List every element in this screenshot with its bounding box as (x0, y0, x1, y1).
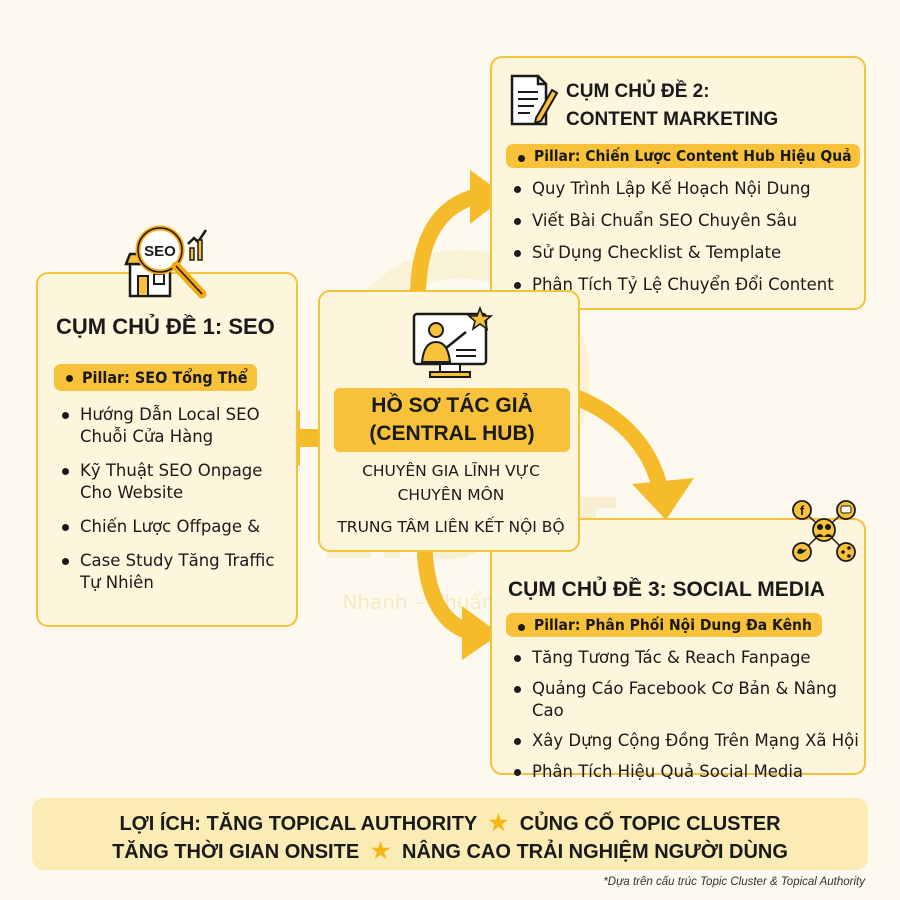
footnote: *Dựa trên cấu trúc Topic Cluster & Topic… (603, 876, 865, 888)
social-cluster-title: CỤM CHỦ ĐỀ 3: SOCIAL MEDIA (508, 578, 825, 601)
benefits-row-1: LỢI ÍCH: TĂNG TOPICAL AUTHORITY ★ CỦNG C… (32, 810, 868, 836)
arrow-head-social-lower (462, 606, 500, 660)
hub-line-1: CHUYÊN GIA LĨNH VỰC (362, 462, 540, 480)
central-hub-card: HỒ SƠ TÁC GIẢ (CENTRAL HUB) CHUYÊN GIA L… (318, 290, 580, 552)
arrow-head-social-upper (632, 478, 694, 520)
social-network-icon: f (792, 500, 856, 562)
arrow-to-social-upper (570, 390, 668, 496)
content-cluster-card: CỤM CHỦ ĐỀ 2: CONTENT MARKETING Pillar: … (490, 56, 866, 310)
list-item: Kỹ Thuật SEO Onpage Cho Website (58, 460, 293, 504)
content-title-line1: CỤM CHỦ ĐỀ 2: (566, 81, 710, 102)
svg-text:f: f (800, 503, 805, 518)
hub-line-3: TRUNG TÂM LIÊN KẾT NỘI BỘ (337, 518, 565, 536)
star-icon: ★ (370, 838, 391, 863)
social-pillar-badge: Pillar: Phân Phối Nội Dung Đa Kênh (506, 613, 822, 637)
facebook-icon (792, 500, 812, 520)
list-item: Xây Dựng Cộng Đồng Trên Mạng Xã Hội (510, 730, 860, 752)
list-item: Viết Bài Chuẩn SEO Chuyên Sâu (510, 210, 860, 232)
benefits-bar: LỢI ÍCH: TĂNG TOPICAL AUTHORITY ★ CỦNG C… (32, 798, 868, 870)
list-item: Phân Tích Hiệu Quả Social Media (510, 761, 860, 783)
hub-title-line1: HỒ SƠ TÁC GIẢ (371, 394, 533, 417)
seo-magnifier-icon: SEO (124, 225, 208, 299)
star-icon: ★ (488, 810, 509, 835)
seo-icon-label: SEO (144, 243, 176, 260)
list-item: Hướng Dẫn Local SEO Chuỗi Cửa Hàng (58, 404, 293, 448)
list-item: Tăng Tương Tác & Reach Fanpage (510, 647, 860, 669)
social-topic-list: Tăng Tương Tác & Reach Fanpage Quảng Cáo… (510, 647, 860, 791)
benefit-item: CỦNG CỐ TOPIC CLUSTER (519, 813, 781, 835)
benefit-item: NÂNG CAO TRẢI NGHIỆM NGƯỜI DÙNG (402, 841, 788, 863)
seo-cluster-card: CỤM CHỦ ĐỀ 1: SEO Pillar: SEO Tổng Thể H… (36, 272, 298, 627)
arrow-head-content (470, 170, 506, 224)
arrow-to-content (410, 188, 486, 298)
document-pencil-icon (510, 74, 558, 126)
content-title-line2: CONTENT MARKETING (566, 109, 779, 130)
content-topic-list: Quy Trình Lập Kế Hoạch Nội Dung Viết Bài… (510, 178, 860, 306)
hub-title-line2: (CENTRAL HUB) (369, 422, 535, 445)
benefits-label: LỢI ÍCH: (119, 813, 201, 835)
seo-topic-list: Hướng Dẫn Local SEO Chuỗi Cửa Hàng Kỹ Th… (58, 404, 293, 606)
list-item: Quy Trình Lập Kế Hoạch Nội Dung (510, 178, 860, 200)
share-icon (836, 542, 856, 562)
list-item: Phân Tích Tỷ Lệ Chuyển Đổi Content (510, 274, 860, 296)
content-pillar-badge: Pillar: Chiến Lược Content Hub Hiệu Quả (506, 144, 860, 168)
list-item: Case Study Tăng Traffic Tự Nhiên (58, 550, 293, 594)
list-item: Quảng Cáo Facebook Cơ Bản & Nâng Cao (510, 678, 860, 722)
content-cluster-title: CỤM CHỦ ĐỀ 2: CONTENT MARKETING (566, 78, 778, 134)
list-item: Chiến Lược Offpage & (58, 516, 293, 538)
list-item: Sử Dụng Checklist & Template (510, 242, 860, 264)
hub-line-2: CHUYÊN MÔN (397, 486, 505, 504)
hub-title-badge: HỒ SƠ TÁC GIẢ (CENTRAL HUB) (334, 388, 570, 452)
seo-pillar-badge: Pillar: SEO Tổng Thể (54, 364, 258, 391)
benefit-item: TĂNG TOPICAL AUTHORITY (206, 813, 477, 835)
seo-cluster-title: CỤM CHỦ ĐỀ 1: SEO (56, 314, 275, 339)
presenter-monitor-icon (412, 306, 494, 378)
benefits-row-2: TĂNG THỜI GIAN ONSITE ★ NÂNG CAO TRẢI NG… (32, 838, 868, 864)
benefit-item: TĂNG THỜI GIAN ONSITE (112, 841, 360, 863)
